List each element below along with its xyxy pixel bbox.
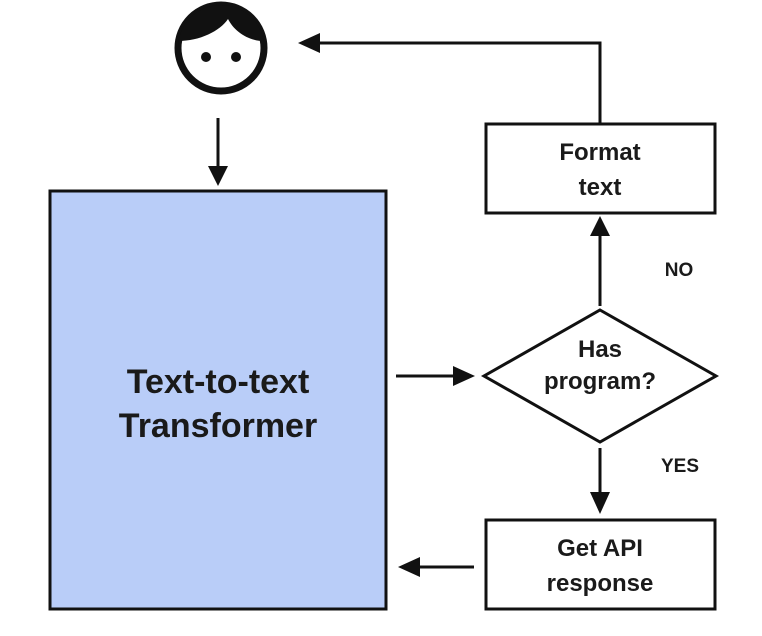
format-text-label-line1: Format xyxy=(559,139,640,166)
arrow-user-to-transformer xyxy=(208,118,228,186)
format-text-node: Format text xyxy=(484,122,717,215)
get-api-response-box xyxy=(484,518,717,611)
format-text-label-line2: text xyxy=(579,174,622,201)
get-api-response-node: Get API response xyxy=(484,518,717,611)
get-api-response-label-line2: response xyxy=(547,570,654,597)
format-text-box xyxy=(484,122,717,215)
has-program-decision: Has program? xyxy=(480,308,720,444)
no-edge-label: NO xyxy=(665,260,694,281)
transformer-box xyxy=(48,189,388,611)
arrow-api-to-transformer xyxy=(398,557,474,577)
transformer-block: Text-to-text Transformer xyxy=(48,189,388,611)
arrow-transformer-to-decision xyxy=(396,366,475,386)
transformer-label-line2: Transformer xyxy=(119,407,317,445)
arrow-decision-to-format xyxy=(590,216,610,306)
decision-label-line1: Has xyxy=(578,336,622,363)
arrow-format-to-user xyxy=(298,33,602,124)
transformer-label-line1: Text-to-text xyxy=(127,363,310,401)
yes-edge-label: YES xyxy=(661,456,699,477)
decision-label-line2: program? xyxy=(544,368,656,395)
user-face-icon xyxy=(174,1,268,95)
arrow-decision-to-api xyxy=(590,448,610,514)
get-api-response-label-line1: Get API xyxy=(557,535,643,562)
decision-diamond xyxy=(480,308,720,444)
